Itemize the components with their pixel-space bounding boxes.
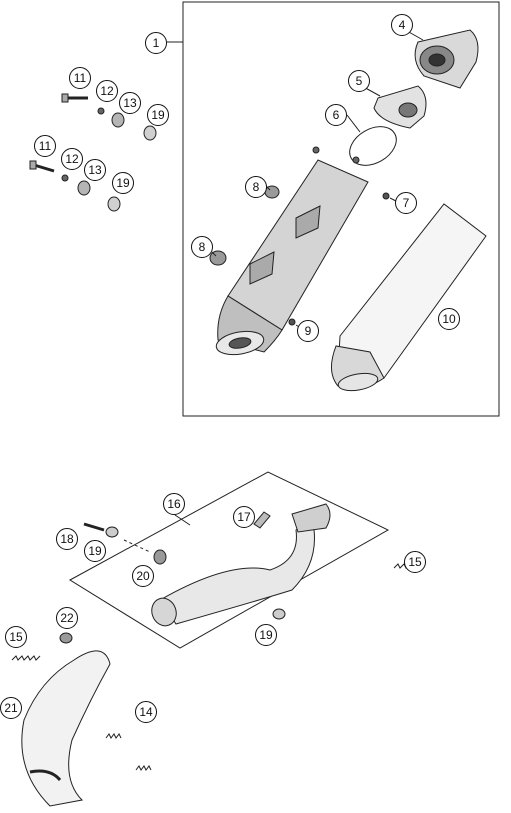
callout-9: 9 [297,320,319,342]
fastener-set-lower [29,160,121,212]
callout-10: 10 [438,308,460,330]
lower-fasteners [83,522,286,620]
callout-13-upper: 13 [119,92,141,114]
nut-part [59,632,73,644]
callout-12-lower: 12 [61,148,83,170]
callout-19-manifold-left: 19 [84,540,106,562]
header-pipe-part [151,503,331,627]
manifold-assembly-frame [69,471,390,649]
callout-18: 18 [56,528,78,550]
callout-8-upper: 8 [245,176,267,198]
front-pipe-part [21,650,111,807]
screw-part-7 [382,192,397,202]
callout-20: 20 [132,565,154,587]
callout-19-manifold-right: 19 [255,624,277,646]
callout-13-lower: 13 [84,159,106,181]
gasket-part [346,114,397,166]
callout-15-right: 15 [404,551,426,573]
callout-7: 7 [395,192,417,214]
callout-11-upper: 11 [69,67,91,89]
fastener-set-upper [61,93,157,141]
silencer-shell-part [331,203,487,392]
silencer-assembly-frame [182,1,500,417]
callout-11-lower: 11 [34,135,56,157]
callout-12-upper: 12 [96,80,118,102]
end-cap-part [399,26,479,89]
callout-14: 14 [135,701,157,723]
silencer-body-part [215,146,369,356]
end-cap-insert-part [359,84,427,129]
callout-17: 17 [233,506,255,528]
callout-16: 16 [163,493,185,515]
callout-5: 5 [348,70,370,92]
callout-21: 21 [0,697,22,719]
callout-4: 4 [391,14,413,36]
callout-6: 6 [325,104,347,126]
callout-19-upper: 19 [147,104,169,126]
callout-19-lower: 19 [112,172,134,194]
callout-22: 22 [56,607,78,629]
bracket-part [253,511,271,529]
callout-1: 1 [145,32,167,54]
callout-15-left: 15 [5,626,27,648]
callout-8-lower: 8 [191,236,213,258]
